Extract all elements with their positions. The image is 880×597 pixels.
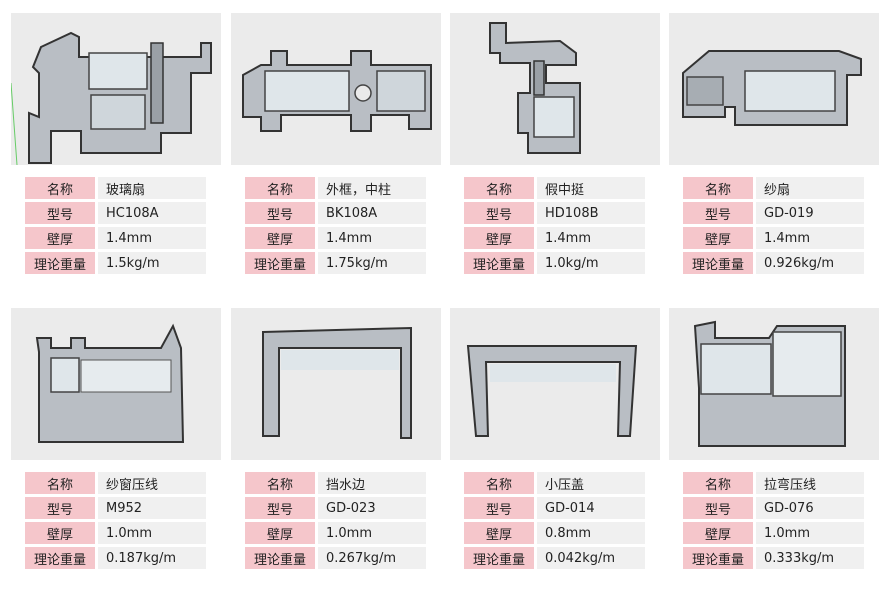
value-thickness: 1.4mm (318, 227, 426, 249)
label-name: 名称 (245, 177, 318, 199)
label-weight: 理论重量 (683, 252, 756, 274)
value-name: 小压盖 (537, 472, 645, 494)
value-weight: 0.042kg/m (537, 547, 645, 569)
label-thickness: 壁厚 (25, 522, 98, 544)
value-model: HD108B (537, 202, 645, 224)
value-model: HC108A (98, 202, 206, 224)
label-model: 型号 (245, 497, 318, 519)
label-weight: 理论重量 (245, 547, 318, 569)
profile-image (231, 13, 441, 165)
profile-image (450, 308, 660, 460)
value-thickness: 1.0mm (98, 522, 206, 544)
label-model: 型号 (683, 202, 756, 224)
label-model: 型号 (464, 202, 537, 224)
value-name: 挡水边 (318, 472, 426, 494)
profile-image (669, 13, 879, 165)
profile-image (450, 13, 660, 165)
value-model: M952 (98, 497, 206, 519)
label-thickness: 壁厚 (464, 522, 537, 544)
value-thickness: 1.0mm (756, 522, 864, 544)
label-model: 型号 (25, 497, 98, 519)
value-name: 假中挺 (537, 177, 645, 199)
profile-image (669, 308, 879, 460)
label-model: 型号 (683, 497, 756, 519)
label-model: 型号 (25, 202, 98, 224)
label-name: 名称 (683, 472, 756, 494)
label-weight: 理论重量 (245, 252, 318, 274)
profile-image (11, 308, 221, 460)
value-name: 拉弯压线 (756, 472, 864, 494)
value-weight: 0.187kg/m (98, 547, 206, 569)
value-model: GD-019 (756, 202, 864, 224)
label-thickness: 壁厚 (464, 227, 537, 249)
value-name: 纱窗压线 (98, 472, 206, 494)
label-thickness: 壁厚 (683, 522, 756, 544)
label-name: 名称 (683, 177, 756, 199)
value-weight: 0.267kg/m (318, 547, 426, 569)
value-model: GD-014 (537, 497, 645, 519)
label-weight: 理论重量 (464, 252, 537, 274)
value-name: 玻璃扇 (98, 177, 206, 199)
value-thickness: 1.4mm (537, 227, 645, 249)
label-thickness: 壁厚 (25, 227, 98, 249)
label-weight: 理论重量 (683, 547, 756, 569)
profile-image (11, 13, 221, 165)
value-name: 外框，中柱 (318, 177, 426, 199)
value-weight: 0.333kg/m (756, 547, 864, 569)
label-name: 名称 (464, 472, 537, 494)
value-model: BK108A (318, 202, 426, 224)
label-thickness: 壁厚 (245, 522, 318, 544)
value-thickness: 1.0mm (318, 522, 426, 544)
value-weight: 0.926kg/m (756, 252, 864, 274)
label-name: 名称 (245, 472, 318, 494)
value-model: GD-076 (756, 497, 864, 519)
label-weight: 理论重量 (25, 252, 98, 274)
label-weight: 理论重量 (25, 547, 98, 569)
label-name: 名称 (25, 472, 98, 494)
label-thickness: 壁厚 (683, 227, 756, 249)
label-model: 型号 (245, 202, 318, 224)
label-model: 型号 (464, 497, 537, 519)
value-thickness: 1.4mm (756, 227, 864, 249)
label-thickness: 壁厚 (245, 227, 318, 249)
profile-image (231, 308, 441, 460)
value-thickness: 1.4mm (98, 227, 206, 249)
value-thickness: 0.8mm (537, 522, 645, 544)
value-name: 纱扇 (756, 177, 864, 199)
value-weight: 1.5kg/m (98, 252, 206, 274)
value-weight: 1.0kg/m (537, 252, 645, 274)
label-name: 名称 (464, 177, 537, 199)
label-name: 名称 (25, 177, 98, 199)
value-weight: 1.75kg/m (318, 252, 426, 274)
label-weight: 理论重量 (464, 547, 537, 569)
value-model: GD-023 (318, 497, 426, 519)
